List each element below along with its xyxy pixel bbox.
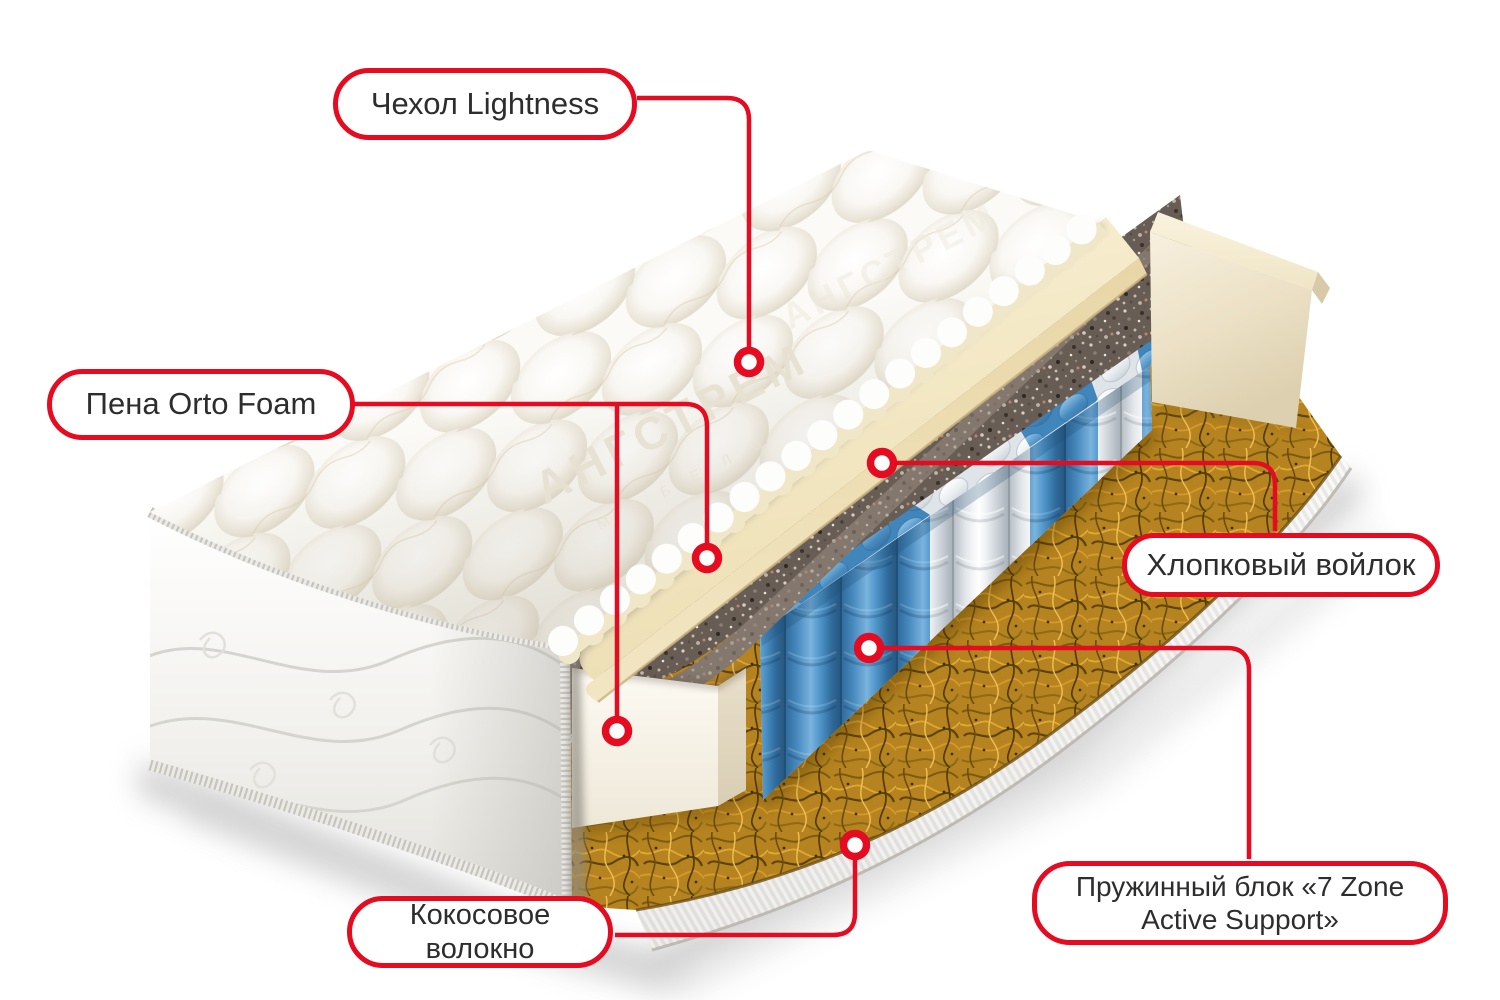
marker-cover: [733, 346, 765, 378]
label-cover: Чехол Lightness: [333, 68, 637, 140]
end-foam-block: [1150, 212, 1330, 434]
connector-markers: [601, 346, 898, 861]
label-foam: Пена Orto Foam: [47, 369, 355, 440]
label-foam-text: Пена Orto Foam: [85, 386, 317, 422]
label-coir-text: Кокосовое волокно: [409, 898, 551, 965]
label-springs: Пружинный блок «7 Zone Active Support»: [1032, 861, 1448, 945]
marker-foam-block: [601, 715, 633, 747]
marker-foam-sheet: [691, 542, 723, 574]
marker-felt: [866, 447, 898, 479]
connector-lines: [352, 95, 1278, 938]
label-cover-text: Чехол Lightness: [370, 85, 600, 121]
label-felt-text: Хлопковый войлок: [1146, 546, 1416, 582]
marker-springs: [853, 632, 885, 664]
marker-coir: [839, 829, 871, 861]
label-felt: Хлопковый войлок: [1122, 533, 1440, 597]
label-springs-text: Пружинный блок «7 Zone Active Support»: [1075, 870, 1405, 935]
label-coir: Кокосовое волокно: [347, 896, 613, 968]
